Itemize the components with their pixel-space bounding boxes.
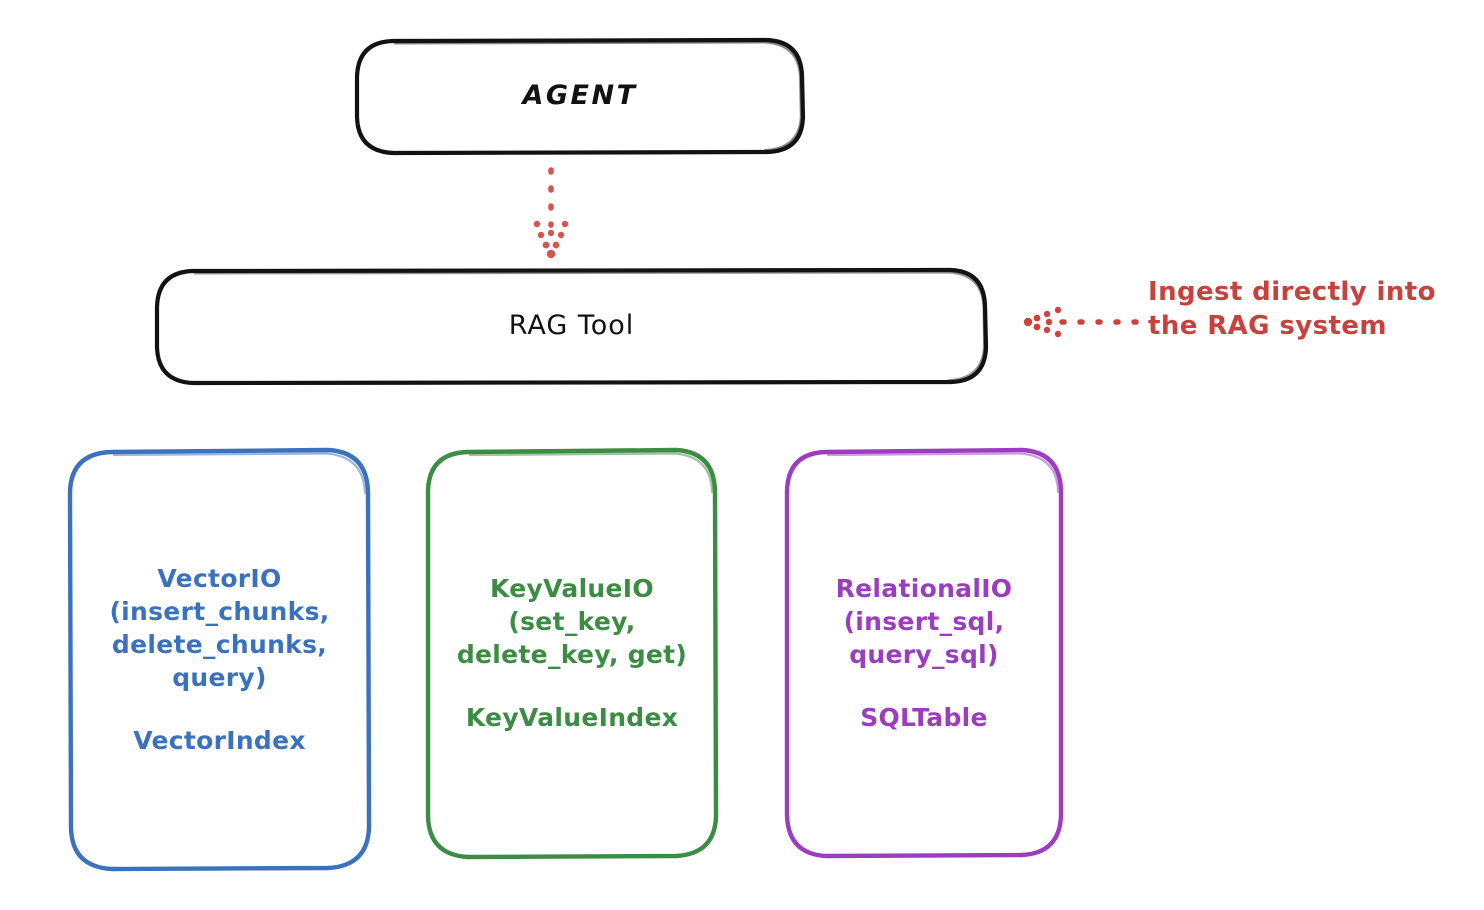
- node-agent[interactable]: AGENT: [357, 40, 803, 153]
- relational-io-content: RelationalIO (insert_sql, query_sql) SQL…: [787, 572, 1061, 734]
- relational-io-index-label: SQLTable: [860, 702, 988, 732]
- relational-io-api-label: RelationalIO (insert_sql, query_sql): [835, 573, 1013, 669]
- vector-io-content: VectorIO (insert_chunks, delete_chunks, …: [70, 562, 369, 757]
- vector-io-index-label: VectorIndex: [133, 726, 306, 755]
- ingest-annotation-text: Ingest directly into the RAG system: [1148, 277, 1436, 341]
- node-vector-io[interactable]: VectorIO (insert_chunks, delete_chunks, …: [70, 450, 369, 869]
- connector-agent-to-rag-tool: [533, 167, 569, 259]
- node-key-value-io[interactable]: KeyValueIO (set_key, delete_key, get) Ke…: [428, 450, 716, 856]
- key-value-io-index-label: KeyValueIndex: [465, 703, 679, 732]
- node-relational-io[interactable]: RelationalIO (insert_sql, query_sql) SQL…: [787, 450, 1061, 855]
- connector-ingest-to-rag-tool: [1023, 306, 1143, 338]
- agent-label: AGENT: [522, 80, 638, 112]
- key-value-io-api-label: KeyValueIO (set_key, delete_key, get): [456, 574, 688, 669]
- rag-tool-label: RAG Tool: [508, 310, 635, 342]
- vector-io-api-label: VectorIO (insert_chunks, delete_chunks, …: [109, 564, 330, 692]
- key-value-io-content: KeyValueIO (set_key, delete_key, get) Ke…: [428, 572, 716, 734]
- node-rag-tool[interactable]: RAG Tool: [157, 270, 986, 383]
